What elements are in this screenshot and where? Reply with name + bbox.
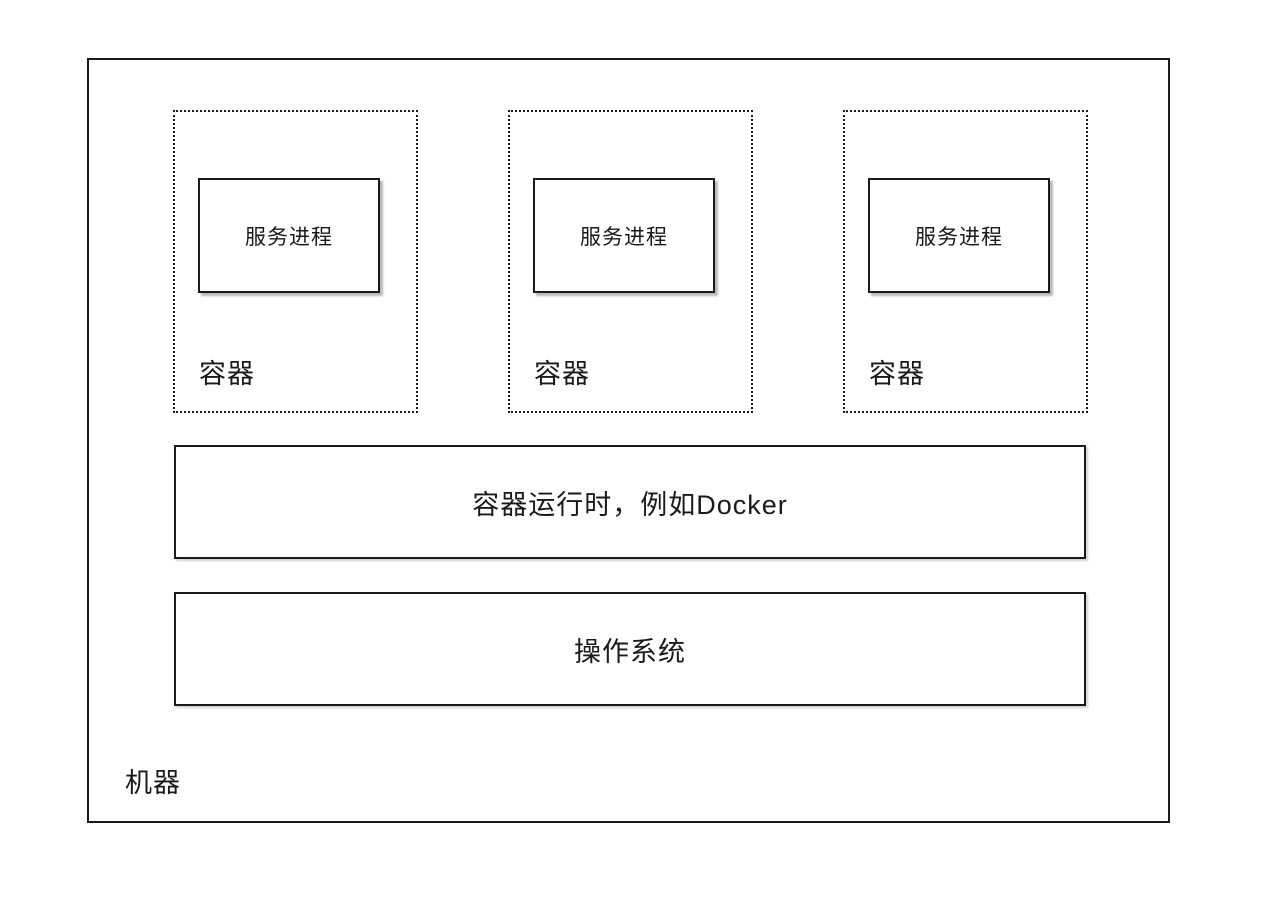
container-runtime-label: 容器运行时，例如Docker (472, 489, 788, 520)
operating-system-label: 操作系统 (574, 636, 686, 667)
container-runtime-bar: 容器运行时，例如Docker (174, 445, 1086, 559)
operating-system-bar: 操作系统 (174, 592, 1086, 706)
service-process-label: 服务进程 (580, 225, 668, 249)
machine-label: 机器 (125, 767, 181, 798)
container-label: 容器 (534, 359, 590, 389)
machine-box: 服务进程 容器 服务进程 容器 服务进程 容器 容器运行时，例如Docker 操… (87, 58, 1170, 823)
service-process-label: 服务进程 (245, 225, 333, 249)
container-label: 容器 (199, 359, 255, 389)
container-box-1: 服务进程 容器 (173, 110, 418, 413)
container-box-3: 服务进程 容器 (843, 110, 1088, 413)
container-label: 容器 (869, 359, 925, 389)
service-process-box-1: 服务进程 (198, 178, 380, 293)
service-process-label: 服务进程 (915, 225, 1003, 249)
service-process-box-3: 服务进程 (868, 178, 1050, 293)
service-process-box-2: 服务进程 (533, 178, 715, 293)
container-box-2: 服务进程 容器 (508, 110, 753, 413)
